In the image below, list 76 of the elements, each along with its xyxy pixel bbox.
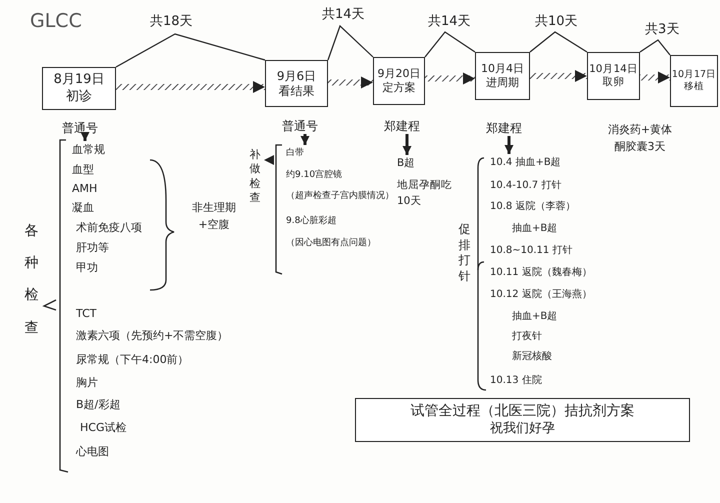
list-item: 10.12 返院（王海燕）: [490, 288, 592, 301]
duration-text: 共18天: [150, 13, 193, 30]
arrow: [504, 136, 514, 154]
timeline-box: [373, 57, 425, 105]
timeline-box: [587, 52, 640, 100]
list-item: 抽血+B超: [512, 222, 558, 235]
arrow: [328, 76, 373, 88]
arrow: [402, 134, 412, 155]
date-text: 9月20日: [378, 67, 420, 81]
duration-text: 共14天: [428, 13, 471, 30]
section-text: 补做检查: [249, 148, 262, 206]
list-item: 血常规: [72, 142, 105, 157]
doctor-text: 郑建程: [486, 120, 523, 137]
note-box: [355, 398, 690, 442]
note-text: 非生理期+空腹: [191, 200, 237, 232]
step-text: 取卵: [602, 76, 624, 90]
list-item: 10.11 返院（魏春梅）: [490, 266, 592, 279]
timeline-box: [670, 55, 718, 107]
list-item: 术前免疫八项: [76, 220, 142, 235]
date-text: 10月17日: [672, 69, 716, 81]
date-text: 8月19日: [54, 72, 104, 88]
doctor-text: 郑建程: [384, 118, 421, 135]
list-item: 尿常规（下午4:00前）: [76, 352, 189, 367]
duration-text: 共14天: [322, 6, 365, 23]
list-item: 地屈孕酮吃10天: [397, 178, 453, 209]
list-item: 约9.10宫腔镜: [286, 168, 342, 181]
step-text: 进周期: [486, 76, 519, 90]
list-item: 新冠核酸: [512, 350, 552, 363]
list-item: TCT: [76, 307, 96, 320]
step-text: 定方案: [382, 81, 416, 95]
list-item: 凝血: [72, 200, 94, 215]
list-item: 10.13 住院: [490, 374, 542, 387]
arrow: [640, 72, 670, 84]
date-text: 10月4日: [481, 62, 524, 76]
list-item: AMH: [72, 182, 98, 195]
list-item: 甲功: [76, 260, 98, 275]
list-item: 胸片: [76, 375, 98, 390]
list-item: 血型: [72, 162, 94, 177]
step-text: 移植: [684, 81, 704, 93]
list-item: 打夜针: [512, 330, 542, 343]
list-item: （因心电图有点问题）: [286, 236, 376, 249]
list-item: 白带: [286, 146, 304, 159]
date-text: 9月6日: [276, 68, 316, 84]
section-text: 各种检查: [24, 222, 40, 338]
date-text: 10月14日: [589, 62, 638, 76]
note-heading: 试管全过程（北医三院）拮抗剂方案: [410, 403, 634, 421]
list-item: HCG试检: [80, 420, 126, 435]
list-item: 激素六项（先预约+不需空腹）: [76, 328, 228, 343]
title-text: GLCC: [30, 10, 82, 32]
list-item: 10.4 抽血+B超: [490, 156, 561, 169]
list-item: 10.8 返院（李蓉）: [490, 200, 576, 213]
arrow: [116, 81, 265, 93]
list-item: 10.4-10.7 打针: [490, 178, 562, 192]
doctor-text: 普通号: [282, 118, 319, 135]
arrow: [425, 72, 475, 84]
step-text: 看结果: [278, 84, 314, 98]
duration-text: 共3天: [645, 21, 680, 38]
arrow: [300, 134, 310, 145]
timeline-box: [265, 60, 328, 107]
list-item: 10.8~10.11 打针: [490, 244, 572, 257]
list-item: 肝功等: [76, 240, 109, 255]
arrow: [530, 70, 587, 82]
list-item: B超: [397, 156, 416, 170]
list-item: 9.8心脏彩超: [286, 214, 336, 227]
note-text: 祝我们好孕: [490, 420, 555, 437]
section-text: 促排打针: [458, 222, 472, 284]
note-text: 消炎药+黄体酮胶囊3天: [606, 122, 674, 154]
arrow: [80, 132, 90, 141]
list-item: （超声检查子宫内膜情况）: [286, 190, 394, 202]
step-text: 初诊: [66, 88, 92, 105]
list-item: 心电图: [76, 444, 109, 459]
duration-text: 共10天: [535, 13, 578, 30]
list-item: B超/彩超: [76, 397, 120, 412]
timeline-box: [42, 67, 116, 110]
list-item: 抽血+B超: [512, 310, 558, 323]
timeline-box: [475, 52, 530, 100]
